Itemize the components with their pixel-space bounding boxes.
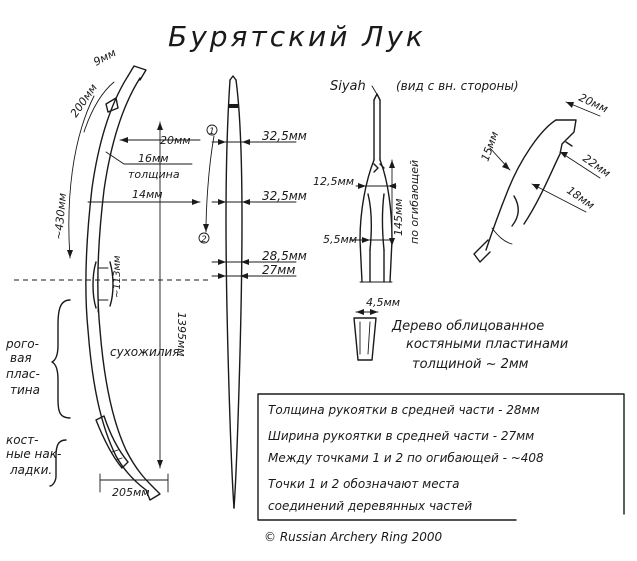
bottom-width-label: 205мм: [112, 486, 150, 499]
total-length-label: 1395мм: [175, 312, 188, 357]
tip-length-label: 200мм: [68, 81, 100, 119]
svg-text:толщиной ~ 2мм: толщиной ~ 2мм: [412, 357, 529, 372]
note-line: Между точками 1 и 2 по огибающей - ~408: [268, 451, 544, 465]
point-1-marker: 1: [209, 127, 215, 137]
thickness-label: толщина: [128, 168, 180, 181]
width-32-5-mid-label: 32,5мм: [262, 189, 307, 203]
width-20-label: 20мм: [160, 134, 191, 147]
width-16-label: 16мм: [138, 152, 169, 165]
limb-front-view: [198, 75, 297, 509]
svg-text:плас-: плас-: [6, 367, 40, 381]
svg-text:костяными пластинами: костяными пластинами: [406, 337, 568, 352]
notes-box: Толщина рукоятки в средней части - 28мм …: [257, 393, 625, 521]
tip-b-label: 15мм: [479, 130, 502, 163]
horn-plate-label: рого- вая плас- тина: [5, 337, 40, 397]
note-line: Ширина рукоятки в средней части - 27мм: [268, 429, 534, 443]
tip-a-label: 20мм: [577, 91, 610, 116]
siyah-bend-label: по огибающей: [408, 160, 421, 244]
siyah-fork-width-label: 5,5мм: [323, 233, 357, 246]
note-line: Толщина рукоятки в средней части - 28мм: [268, 403, 540, 417]
siyah-label: Siyah: [330, 79, 366, 94]
siyah-length-label: 145мм: [392, 198, 405, 236]
wood-note: Дерево облицованное костяными пластинами…: [391, 319, 568, 372]
arm-length-label: ~430мм: [52, 192, 69, 240]
tip-detail: [473, 119, 577, 263]
width-32-5-top-label: 32,5мм: [262, 129, 307, 143]
svg-text:кост-: кост-: [6, 433, 39, 447]
grip-length-label: ~113мм: [112, 255, 123, 298]
svg-text:тина: тина: [10, 383, 40, 397]
cross-section: [353, 309, 379, 361]
svg-text:ные нак-: ные нак-: [6, 447, 61, 461]
bone-overlays-label: кост- ные нак- ладки.: [6, 433, 61, 477]
bow-dimensions: [14, 81, 210, 493]
width-28-5-label: 28,5мм: [262, 249, 307, 263]
siyah-note: (вид с вн. стороны): [396, 79, 519, 93]
sinew-label: сухожилия: [110, 345, 179, 359]
svg-text:Дерево облицованное: Дерево облицованное: [391, 319, 544, 334]
siyah-width-label: 12,5мм: [313, 175, 354, 188]
svg-text:рого-: рого-: [5, 337, 39, 351]
width-27-label: 27мм: [262, 263, 295, 277]
point-2-marker: 2: [201, 235, 207, 245]
note-line: Точки 1 и 2 обозначают места: [268, 477, 460, 491]
siyah-drawing: [359, 93, 393, 283]
tip-d-label: 18мм: [564, 184, 597, 212]
section-width-label: 4,5мм: [366, 296, 400, 309]
svg-text:ладки.: ладки.: [9, 463, 52, 477]
tip-width-label: 9мм: [91, 46, 118, 69]
page-title: Бурятский Лук: [168, 20, 426, 53]
note-line: соединений деревянных частей: [268, 499, 472, 513]
width-14-label: 14мм: [132, 188, 163, 201]
copyright: © Russian Archery Ring 2000: [264, 530, 443, 544]
svg-text:вая: вая: [10, 351, 32, 365]
bow-profile: [49, 65, 161, 501]
